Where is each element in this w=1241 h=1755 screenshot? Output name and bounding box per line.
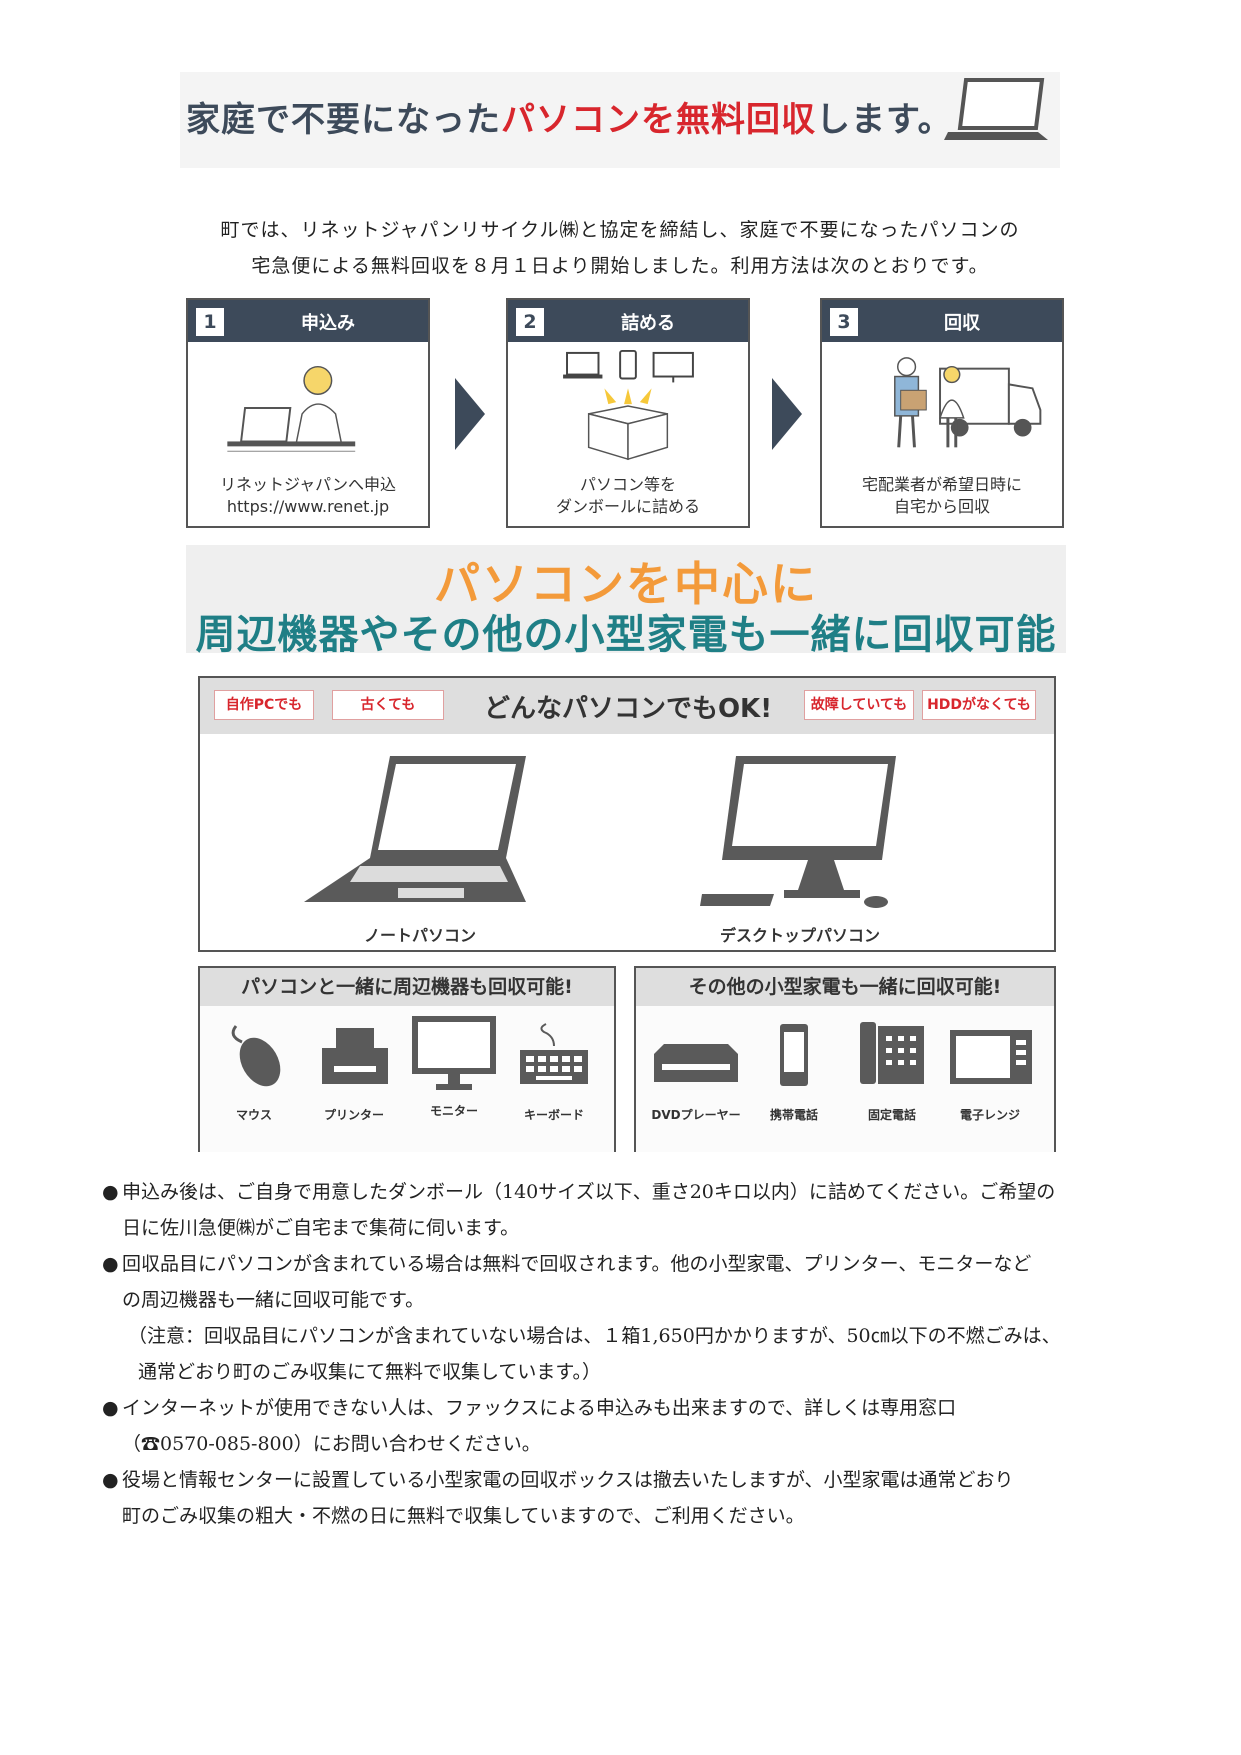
note-line: 役場と情報センターに設置している小型家電の回収ボックスは撤去いたしますが、小型家… [122,1469,1014,1491]
arrow-right-icon [772,378,802,450]
step-header: 3 回収 [822,300,1062,342]
note-caution: （注意：回収品目にパソコンが含まれていない場合は、１箱1,650円かかりますが、… [128,1325,1061,1347]
peripheral-item: モニター [408,1012,500,1122]
peripherals-panel: パソコンと一緒に周辺機器も回収可能! マウス プリンター モニ [198,966,616,1152]
note-item: ●回収品目にパソコンが含まれている場合は無料で回収されます。他の小型家電、プリン… [102,1246,1162,1390]
note-item: ●インターネットが使用できない人は、ファックスによる申込みも出来ますので、詳しく… [102,1390,1162,1462]
title-banner [180,72,1060,168]
dvd-player-icon [654,1044,738,1082]
page-title: 家庭で不要になったパソコンを無料回収します。 [186,92,953,141]
pc-types-header: 自作PCでも 古くても どんなパソコンでもOK! 故障していても HDDがなくて… [200,678,1054,734]
peripheral-item: キーボード [508,1016,600,1126]
appliances-title: その他の小型家電も一緒に回収可能! [636,968,1054,1006]
notebook-pc-label: ノートパソコン [363,926,476,945]
laptop-icon [944,78,1048,140]
pc-types-title: どんなパソコンでもOK! [483,694,773,724]
peripheral-label: モニター [429,1104,478,1118]
desktop-pc-label: デスクトップパソコン [719,926,880,945]
step-caption-line-2: ダンボールに詰める [555,497,700,516]
intro-line-2: 宅急便による無料回収を８月１日より開始しました。利用方法は次のとおりです。 [251,255,989,277]
step-caption: リネットジャパンへ申込 https://www.renet.jp [188,474,428,518]
step-header: 2 詰める [508,300,748,342]
note-line: 日に佐川急便㈱がご自宅まで集荷に伺います。 [122,1217,520,1239]
note-contact: （☎0570-085-800）にお問い合わせください。 [122,1433,541,1455]
appliance-item: 固定電話 [846,1016,938,1126]
tag-no-hdd: HDDがなくても [922,690,1036,720]
devices-into-box-icon [563,349,694,461]
printer-icon [322,1028,388,1084]
bullet-mark: ● [102,1469,119,1491]
keyboard-icon [520,1023,588,1084]
bullet-mark: ● [102,1397,119,1419]
step-number: 3 [830,308,858,336]
peripherals-title: パソコンと一緒に周辺機器も回収可能! [200,968,614,1006]
tag-homemade-pc: 自作PCでも [214,690,314,720]
notebook-pc-icon [304,756,526,902]
appliance-item: 携帯電話 [748,1016,840,1126]
tag-old: 古くても [332,690,444,720]
step-caption: パソコン等を ダンボールに詰める [508,474,748,518]
note-caution-cont: 通常どおり町のごみ収集にて無料で収集しています。） [138,1361,602,1383]
note-item: ●申込み後は、ご自身で用意したダンボール（140サイズ以下、重さ20キロ以内）に… [102,1174,1162,1246]
feature-banner [186,545,1066,653]
step-number: 1 [196,308,224,336]
note-line: 町のごみ収集の粗大・不燃の日に無料で収集していますので、ご利用ください。 [122,1505,805,1527]
step-3-card: 3 回収 宅配業者が希望日時に 自宅から回収 [820,298,1064,528]
bullet-mark: ● [102,1181,119,1203]
feature-banner-subheading: 周辺機器やその他の小型家電も一緒に回収可能 [195,612,1057,658]
note-line: 回収品目にパソコンが含まれている場合は無料で回収されます。他の小型家電、プリンタ… [122,1253,1032,1275]
title-part1: 家庭で不要になった [186,100,501,140]
step-caption-line-1: パソコン等を [579,475,676,494]
arrow-right-icon [455,378,485,450]
pc-types-panel: 自作PCでも 古くても どんなパソコンでもOK! 故障していても HDDがなくて… [198,676,1056,952]
step-caption-url[interactable]: https://www.renet.jp [226,497,390,516]
peripheral-label: プリンター [323,1108,384,1122]
step-caption-line-1: リネットジャパンへ申込 [219,475,396,494]
appliance-label: 電子レンジ [959,1108,1020,1122]
title-highlight: パソコンを無料回収 [501,100,816,140]
notes-list: ●申込み後は、ご自身で用意したダンボール（140サイズ以下、重さ20キロ以内）に… [102,1174,1162,1534]
appliances-items: DVDプレーヤー 携帯電話 固定電話 電 [636,1006,1054,1152]
step-2-card: 2 詰める パソコン等を ダンボールに詰める [506,298,750,528]
bullet-mark: ● [102,1253,119,1275]
intro-line-1: 町では、リネットジャパンリサイクル㈱と協定を締結し、家庭で不要になったパソコンの [220,219,1020,241]
step-1-card: 1 申込み リネットジャパンへ申込 https://www.renet.jp [186,298,430,528]
monitor-icon [412,1016,496,1090]
appliance-label: 固定電話 [867,1108,916,1122]
desktop-pc-icon [700,756,896,908]
appliances-panel: その他の小型家電も一緒に回収可能! DVDプレーヤー 携帯電話 [634,966,1056,1152]
step-caption-line-1: 宅配業者が希望日時に [861,475,1022,494]
peripheral-item: マウス [208,1016,300,1126]
note-line: インターネットが使用できない人は、ファックスによる申込みも出来ますので、詳しくは… [122,1397,957,1419]
delivery-truck-icon [894,357,1042,448]
step-title: 申込み [301,313,355,334]
step-title: 詰める [621,313,675,334]
note-line: 申込み後は、ご自身で用意したダンボール（140サイズ以下、重さ20キロ以内）に詰… [122,1181,1056,1203]
appliance-item: DVDプレーヤー [650,1016,742,1126]
step-header: 1 申込み [188,300,428,342]
peripheral-label: キーボード [523,1108,584,1122]
microwave-icon [950,1030,1032,1084]
mobile-phone-icon [780,1024,808,1086]
feature-banner-heading: パソコンを中心に [434,557,818,611]
appliance-label: 携帯電話 [769,1108,818,1122]
tag-broken: 故障していても [804,690,914,720]
step-caption: 宅配業者が希望日時に 自宅から回収 [822,474,1062,518]
step-number: 2 [516,308,544,336]
woman-at-laptop-icon [227,365,356,452]
appliance-item: 電子レンジ [944,1016,1036,1126]
note-line: の周辺機器も一緒に回収可能です。 [122,1289,425,1311]
peripheral-label: マウス [235,1108,272,1122]
step-caption-line-2: 自宅から回収 [893,497,990,516]
landline-phone-icon [860,1022,924,1084]
peripheral-item: プリンター [308,1016,400,1126]
mouse-icon [231,1025,281,1087]
note-item: ●役場と情報センターに設置している小型家電の回収ボックスは撤去いたしますが、小型… [102,1462,1162,1534]
appliance-label: DVDプレーヤー [651,1108,741,1122]
intro-text: 町では、リネットジャパンリサイクル㈱と協定を締結し、家庭で不要になったパソコンの… [150,212,1090,284]
title-part3: します。 [816,100,953,140]
step-title: 回収 [944,313,980,334]
peripherals-items: マウス プリンター モニター [200,1006,614,1152]
